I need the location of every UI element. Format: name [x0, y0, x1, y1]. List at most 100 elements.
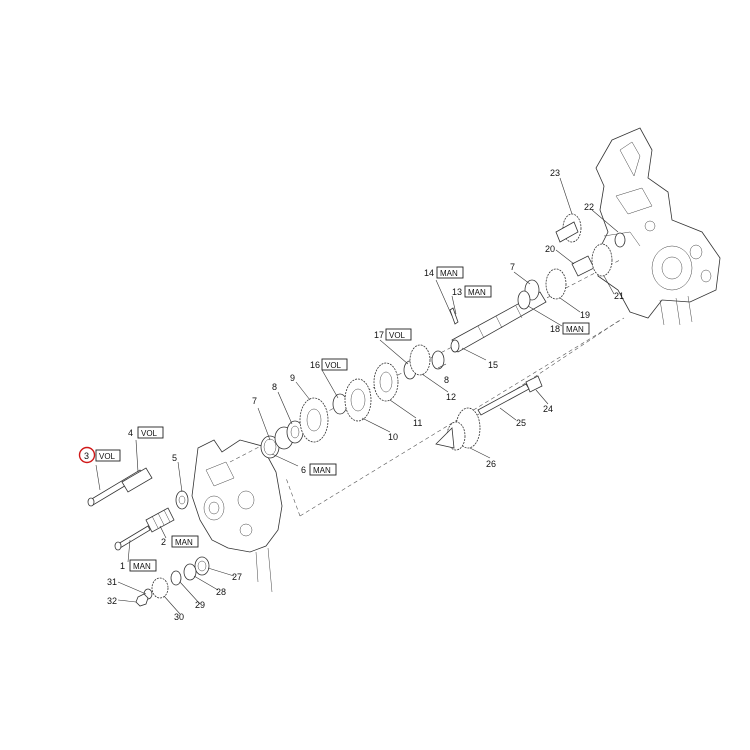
callout-part-6[interactable]: 6 MAN	[301, 463, 337, 476]
tag-label: VOL	[141, 429, 158, 438]
part-number-label: 32	[107, 596, 117, 606]
tag-box	[436, 266, 464, 279]
part-number-label: 16	[310, 360, 320, 370]
tag-label: MAN	[468, 288, 486, 297]
tag-box	[562, 322, 590, 335]
callout-part-21[interactable]: 21	[614, 291, 624, 301]
crankcase-left-half	[191, 439, 283, 593]
part-number-label: 1	[120, 561, 125, 571]
callout-part-1[interactable]: 1 MAN	[120, 559, 157, 572]
tag-box	[171, 535, 199, 548]
part-number-label: 12	[446, 392, 456, 402]
callout-part-29[interactable]: 29	[195, 600, 205, 610]
shaft-25-shape	[477, 383, 530, 416]
tag-label: VOL	[99, 452, 116, 461]
part-number-label: 9	[290, 373, 295, 383]
part-number-label: 15	[488, 360, 498, 370]
bolt-1-shape	[117, 525, 151, 549]
callout-part-9[interactable]: 9	[290, 373, 295, 383]
washer-29-shape	[170, 570, 182, 586]
tag-label: VOL	[389, 331, 406, 340]
gear-21-shape	[591, 243, 613, 277]
tag-box	[464, 285, 492, 298]
tag-label: MAN	[440, 269, 458, 278]
callout-part-22[interactable]: 22	[584, 202, 594, 212]
part-number-label: 3	[84, 451, 89, 461]
part-number-label: 18	[550, 324, 560, 334]
callout-part-23[interactable]: 23	[550, 168, 560, 178]
tag-label: MAN	[133, 562, 151, 571]
callout-part-7[interactable]: 7	[252, 396, 257, 406]
callout-part-28[interactable]: 28	[216, 587, 226, 597]
callout-part-12[interactable]: 12	[446, 392, 456, 402]
callout-part-17[interactable]: 17 VOL	[374, 328, 412, 341]
nut-32-shape	[135, 593, 149, 607]
callout-part-10[interactable]: 10	[388, 432, 398, 442]
gear-9-shape	[299, 397, 329, 443]
gear-19-shape	[545, 268, 567, 300]
part-number-label: 31	[107, 577, 117, 587]
part-number-label: 10	[388, 432, 398, 442]
part-number-label: 25	[516, 418, 526, 428]
callout-part-31[interactable]: 31	[107, 577, 117, 587]
callout-part-26[interactable]: 26	[486, 459, 496, 469]
callout-part-18[interactable]: 18 MAN	[550, 322, 590, 335]
tag-label: VOL	[325, 361, 342, 370]
part-number-label: 8	[272, 382, 277, 392]
part-number-label: 28	[216, 587, 226, 597]
leader-lines	[95, 177, 619, 615]
callout-part-7-upper[interactable]: 7	[510, 262, 515, 272]
bearing-5-shape	[175, 490, 189, 510]
part-number-label: 2	[161, 537, 166, 547]
part-number-label: 4	[128, 428, 133, 438]
part-number-label: 7	[510, 262, 515, 272]
part-number-label: 17	[374, 330, 384, 340]
callout-part-20[interactable]: 20	[545, 244, 555, 254]
ring-28-shape	[183, 563, 197, 581]
callout-part-19[interactable]: 19	[580, 310, 590, 320]
callout-part-11[interactable]: 11	[413, 418, 422, 428]
washer-8b-shape	[431, 350, 445, 370]
callout-part-25[interactable]: 25	[516, 418, 526, 428]
part-number-label: 23	[550, 168, 560, 178]
bushing-20-shape	[571, 255, 595, 277]
part-number-label: 27	[232, 572, 242, 582]
part-number-label: 26	[486, 459, 496, 469]
ring-18-shape	[517, 290, 531, 310]
callout-part-13[interactable]: 13 MAN	[452, 285, 492, 298]
callout-part-3[interactable]: 3 VOL	[78, 446, 121, 464]
part-number-label: 21	[614, 291, 624, 301]
callout-part-14[interactable]: 14 MAN	[424, 266, 464, 279]
part-number-label: 14	[424, 268, 434, 278]
callout-part-16[interactable]: 16 VOL	[310, 358, 348, 371]
highlight-ring	[78, 446, 96, 464]
shaft-2-shape	[145, 507, 175, 533]
tag-box	[137, 426, 164, 439]
gear-12-shape	[409, 344, 431, 376]
part-number-label: 24	[543, 404, 553, 414]
tag-label: MAN	[313, 466, 331, 475]
callout-part-5[interactable]: 5	[172, 453, 177, 463]
callout-part-8[interactable]: 8	[272, 382, 277, 392]
callout-part-4[interactable]: 4 VOL	[128, 426, 164, 439]
tag-box	[321, 358, 348, 371]
callout-part-8-lower[interactable]: 8	[444, 375, 449, 385]
callout-part-24[interactable]: 24	[543, 404, 553, 414]
gear-10-shape	[344, 378, 372, 422]
seal-27-shape	[194, 556, 210, 576]
tag-label: MAN	[175, 538, 193, 547]
part-number-label: 6	[301, 465, 306, 475]
tag-box	[385, 328, 412, 341]
part-number-label: 29	[195, 600, 205, 610]
tag-box	[309, 463, 337, 476]
callout-part-15[interactable]: 15	[488, 360, 498, 370]
callout-part-32[interactable]: 32	[107, 596, 117, 606]
part-number-label: 11	[413, 418, 422, 428]
part-number-label: 22	[584, 202, 594, 212]
tag-box	[95, 449, 121, 462]
callout-part-30[interactable]: 30	[174, 612, 184, 622]
callout-part-2[interactable]: 2 MAN	[161, 535, 199, 548]
part-number-label: 20	[545, 244, 555, 254]
shaft-4-shape	[121, 467, 153, 493]
callout-part-27[interactable]: 27	[232, 572, 242, 582]
